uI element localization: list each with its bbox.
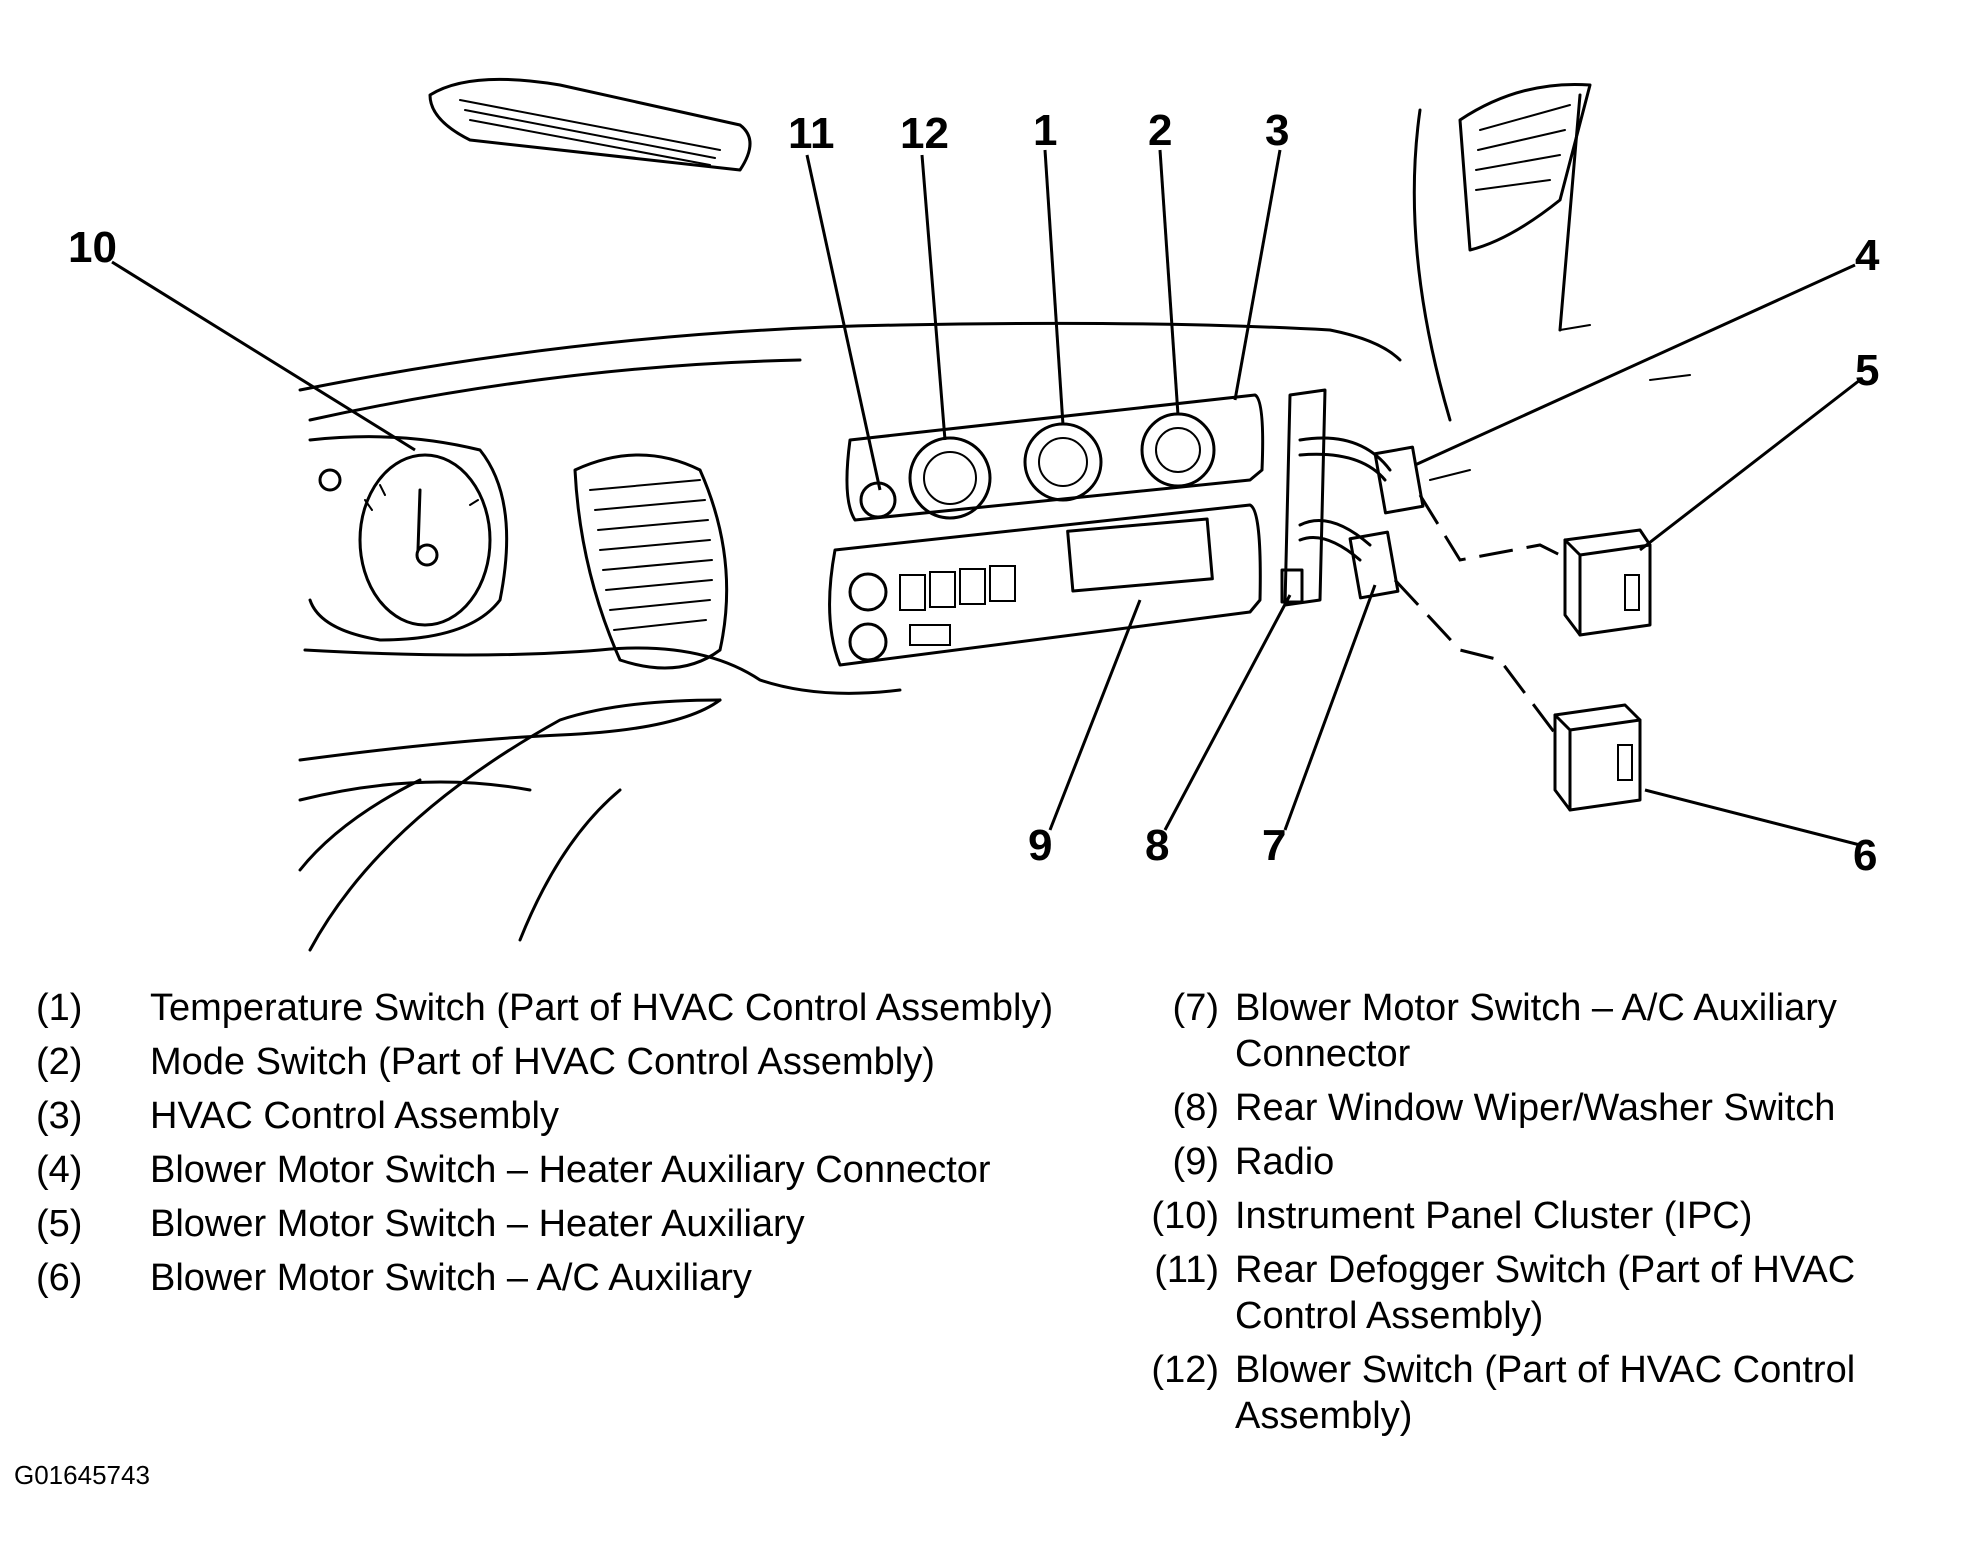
- legend-key: (6): [36, 1257, 83, 1299]
- callout-9: 9: [1028, 821, 1052, 870]
- callout-4: 4: [1855, 231, 1880, 280]
- legend-key: (10): [1151, 1195, 1219, 1237]
- legend-text: HVAC Control Assembly: [150, 1095, 559, 1137]
- legend-key: (8): [1172, 1087, 1219, 1129]
- legend-item: (5) Blower Motor Switch – Heater Auxilia…: [30, 1201, 1110, 1247]
- legend-item: (6) Blower Motor Switch – A/C Auxiliary: [30, 1255, 1110, 1301]
- legend-text: Temperature Switch (Part of HVAC Control…: [150, 987, 1054, 1029]
- legend-item: (12) Blower Switch (Part of HVAC Control…: [1135, 1347, 1955, 1439]
- legend-text: Blower Motor Switch – Heater Auxiliary: [150, 1203, 805, 1245]
- legend-key: (9): [1172, 1141, 1219, 1183]
- heater-auxiliary-switch: [1563, 528, 1652, 637]
- legend-text: Rear Window Wiper/Washer Switch: [1235, 1087, 1836, 1129]
- legend-text: Blower Motor Switch – A/C Auxiliary Conn…: [1235, 987, 1837, 1075]
- legend-text: Blower Motor Switch – Heater Auxiliary C…: [150, 1149, 991, 1191]
- legend-key: (7): [1172, 987, 1219, 1029]
- callout-8: 8: [1145, 821, 1169, 870]
- rear-wiper-switch: [1280, 568, 1304, 604]
- legend-text: Mode Switch (Part of HVAC Control Assemb…: [150, 1041, 935, 1083]
- ac-auxiliary-connector: [1348, 530, 1400, 600]
- callout-12: 12: [900, 109, 949, 158]
- dashboard-illustration: 11 12 1 2 3 4 5 6 7 8 9 10: [68, 77, 1880, 952]
- legend-text: Blower Switch (Part of HVAC Control Asse…: [1235, 1349, 1856, 1437]
- legend-key: (12): [1151, 1349, 1219, 1391]
- mode-switch-knob: [1140, 412, 1216, 488]
- callout-11: 11: [788, 109, 835, 158]
- callout-3: 3: [1265, 106, 1289, 155]
- center-air-vent: [573, 453, 729, 670]
- legend-text: Blower Motor Switch – A/C Auxiliary: [150, 1257, 752, 1299]
- legend-item: (11) Rear Defogger Switch (Part of HVAC …: [1135, 1247, 1955, 1339]
- leader-lines: [111, 149, 1861, 847]
- legend-text: Instrument Panel Cluster (IPC): [1235, 1195, 1753, 1237]
- legend-key: (2): [36, 1041, 83, 1083]
- wiring-harness: [1280, 388, 1392, 607]
- callout-6: 6: [1853, 831, 1877, 880]
- legend-text: Rear Defogger Switch (Part of HVAC Contr…: [1235, 1249, 1856, 1337]
- hvac-control-assembly: [845, 393, 1265, 522]
- legend-item: (10) Instrument Panel Cluster (IPC): [1135, 1193, 1955, 1239]
- legend-right: (7) Blower Motor Switch – A/C Auxiliary …: [1135, 985, 1955, 1447]
- heater-auxiliary-connector: [1373, 445, 1425, 515]
- callout-7: 7: [1262, 821, 1286, 870]
- legend-key: (4): [36, 1149, 83, 1191]
- callout-1: 1: [1033, 106, 1057, 155]
- defroster-vent-left: [428, 77, 752, 172]
- defroster-vent-right: [1458, 82, 1592, 252]
- legend-key: (3): [36, 1095, 83, 1137]
- legend-item: (8) Rear Window Wiper/Washer Switch: [1135, 1085, 1955, 1131]
- legend-key: (5): [36, 1203, 83, 1245]
- callout-10: 10: [68, 223, 117, 272]
- legend-item: (9) Radio: [1135, 1139, 1955, 1185]
- rear-defogger-switch: [859, 481, 897, 519]
- legend-left: (1) Temperature Switch (Part of HVAC Con…: [30, 985, 1110, 1309]
- legend-item: (2) Mode Switch (Part of HVAC Control As…: [30, 1039, 1110, 1085]
- legend-item: (4) Blower Motor Switch – Heater Auxilia…: [30, 1147, 1110, 1193]
- callout-2: 2: [1148, 106, 1172, 155]
- callout-5: 5: [1855, 346, 1879, 395]
- ac-auxiliary-switch: [1553, 703, 1642, 812]
- instrument-cluster: [308, 435, 509, 642]
- legend-key: (11): [1154, 1249, 1219, 1291]
- dash-top-edge: [298, 321, 1402, 392]
- legend-item: (1) Temperature Switch (Part of HVAC Con…: [30, 985, 1110, 1031]
- figure-id: G01645743: [14, 1460, 150, 1490]
- radio: [828, 503, 1262, 667]
- legend-text: Radio: [1235, 1141, 1335, 1183]
- legend-item: (7) Blower Motor Switch – A/C Auxiliary …: [1135, 985, 1955, 1077]
- blower-switch-knob: [908, 436, 992, 520]
- legend-item: (3) HVAC Control Assembly: [30, 1093, 1110, 1139]
- legend-key: (1): [36, 987, 83, 1029]
- temperature-switch-knob: [1023, 422, 1103, 502]
